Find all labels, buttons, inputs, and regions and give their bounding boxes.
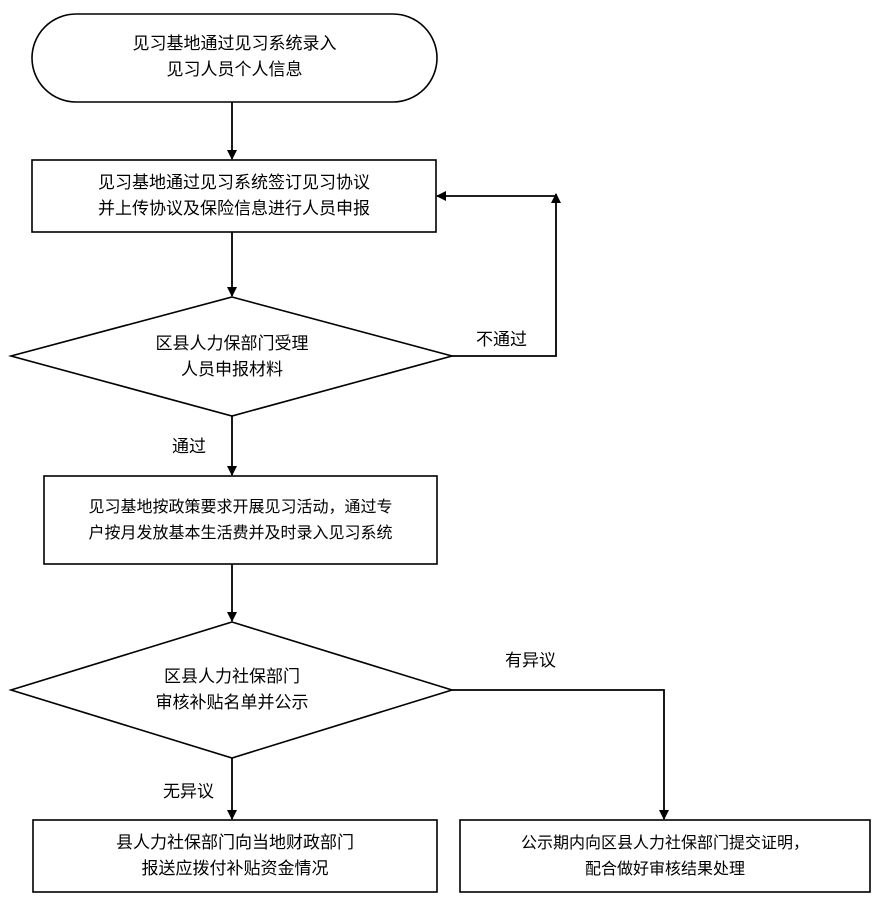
report-node-text: 县人力社保部门向当地财政部门 报送应拨付补贴资金情况 [33,830,437,882]
sign-node-text: 见习基地通过见习系统签订见习协议 并上传协议及保险信息进行人员申报 [32,170,436,222]
activity-node-shape [43,475,438,565]
review1-node-text: 区县人力保部门受理 人员申报材料 [82,331,382,383]
sign-line1: 见习基地通过见习系统签订见习协议 [98,173,370,193]
activity-line1: 见习基地按政策要求开展见习活动，通过专 [88,497,393,516]
start-node-shape [31,13,438,103]
review2-line2: 审核补贴名单并公示 [155,693,309,713]
sign-line2: 并上传协议及保险信息进行人员申报 [98,199,370,219]
activity-node-text: 见习基地按政策要求开展见习活动，通过专 户按月发放基本生活费并及时录入见习系统 [44,494,437,546]
review2-line1: 区县人力社保部门 [164,667,300,687]
objection-node-text: 公示期内向区县人力社保部门提交证明， 配合做好审核结果处理 [460,830,870,882]
arrow-review2-objection [452,689,669,820]
report-node-shape [32,819,438,893]
arrow-review1-fail-loop [452,193,561,357]
edge-label-has-objection: 有异议 [505,651,556,671]
objection-node-shape [459,819,871,893]
objection-line2: 配合做好审核结果处理 [584,859,745,878]
start-line2: 见习人员个人信息 [166,60,303,80]
report-line1: 县人力社保部门向当地财政部门 [116,833,354,853]
start-line1: 见习基地通过见习系统录入 [132,34,337,54]
objection-line1: 公示期内向区县人力社保部门提交证明， [520,833,809,852]
edge-label-fail: 不通过 [476,330,527,350]
sign-node-shape [31,159,437,233]
start-node-text: 见习基地通过见习系统录入 见习人员个人信息 [32,31,437,83]
review1-line1: 区县人力保部门受理 [155,334,309,354]
review1-line2: 人员申报材料 [181,360,283,380]
review2-node-text: 区县人力社保部门 审核补贴名单并公示 [82,664,382,716]
activity-line2: 户按月发放基本生活费并及时录入见习系统 [88,523,393,542]
edge-label-no-objection: 无异议 [163,782,214,802]
report-line2: 报送应拨付补贴资金情况 [141,859,329,879]
edge-label-pass: 通过 [172,437,206,457]
